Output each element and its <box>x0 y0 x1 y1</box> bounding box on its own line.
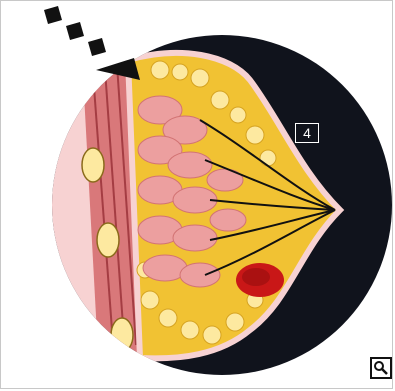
magnifier-icon <box>372 359 390 377</box>
pointer-arrow <box>44 6 140 80</box>
stage-label: 4 <box>295 123 319 143</box>
zoom-button[interactable] <box>370 357 392 379</box>
tumor <box>236 263 284 297</box>
